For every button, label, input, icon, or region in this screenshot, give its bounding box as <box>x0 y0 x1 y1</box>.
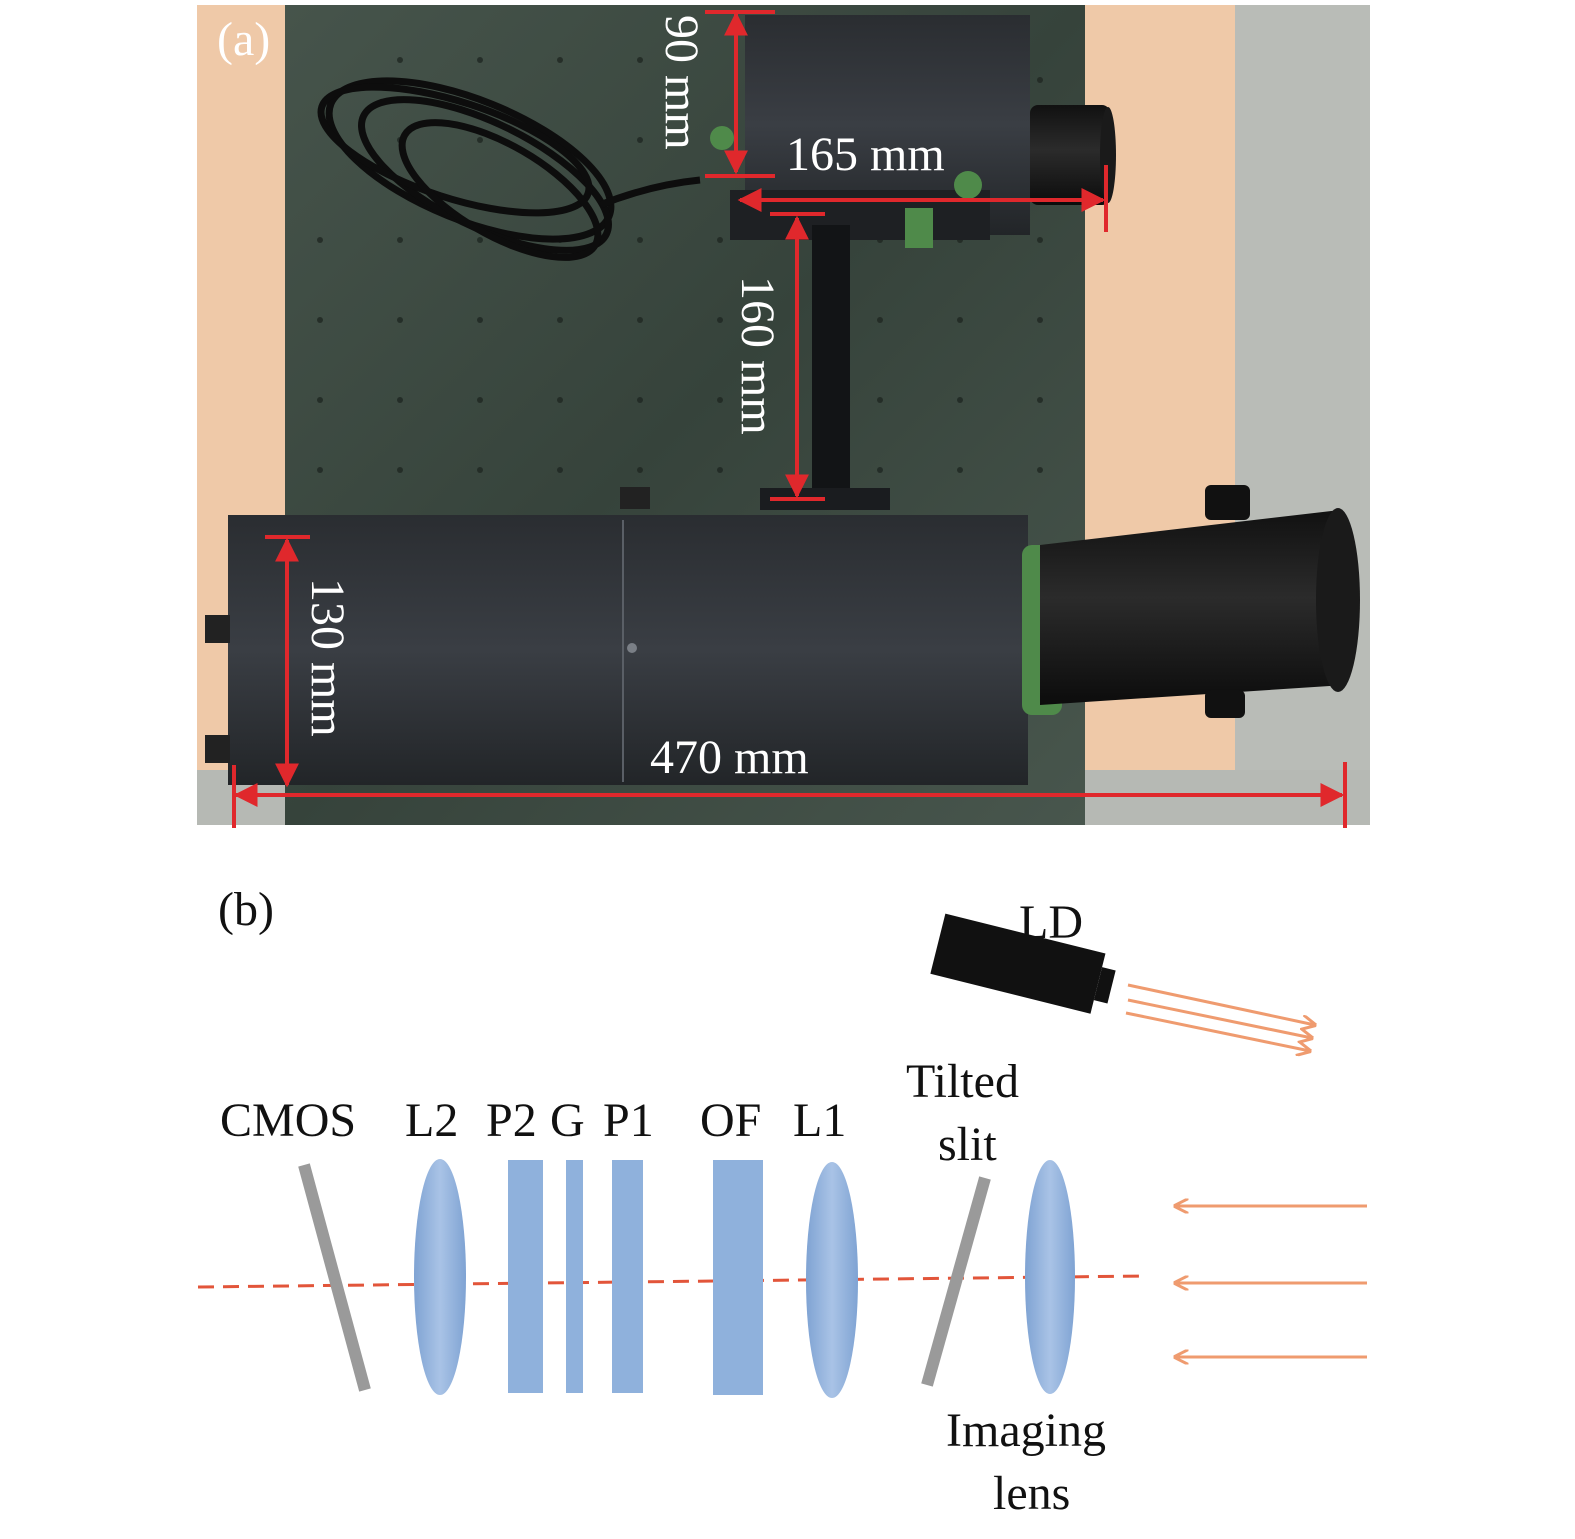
dim-130-label: 130 mm <box>301 578 354 737</box>
barrel-clip-top <box>1205 485 1250 520</box>
left-connector-top <box>205 615 230 643</box>
floor-right <box>1235 5 1370 825</box>
left-connector-bottom <box>205 735 230 763</box>
panel-a-label: (a) <box>217 13 270 66</box>
ld-tube <box>1030 105 1110 205</box>
laser-diode <box>930 913 1116 1014</box>
ld-base-plate <box>730 190 990 240</box>
tilted-slit <box>921 1176 991 1387</box>
lens-l1 <box>806 1162 858 1398</box>
support-post <box>812 225 850 500</box>
polarizer-p2 <box>508 1160 543 1393</box>
green-knob-left <box>710 126 734 150</box>
panel-b-label: (b) <box>218 883 274 936</box>
p1-label: P1 <box>603 1094 654 1147</box>
incoming-beams <box>1175 1206 1367 1357</box>
ld-beam <box>1127 983 1315 1025</box>
green-clamp <box>905 208 933 248</box>
lens-barrel <box>1040 510 1357 705</box>
barrel-clip-bottom <box>1205 690 1245 718</box>
top-clip <box>620 487 650 509</box>
power-cable <box>317 77 701 261</box>
imaging-lens <box>1025 1160 1075 1394</box>
optical-axis <box>197 1274 1146 1289</box>
g-label: G <box>550 1094 585 1147</box>
cmos-label: CMOS <box>220 1094 356 1147</box>
ld-body <box>930 913 1106 1014</box>
imaging-lens-label-line1: Imaging <box>946 1404 1106 1457</box>
lens-l2 <box>414 1159 466 1395</box>
ld-nozzle <box>1093 967 1116 1004</box>
tilted-slit-label-line1: Tilted <box>906 1055 1019 1108</box>
dim-90-label: 90 mm <box>655 15 708 150</box>
tilted-slit-label-line2: slit <box>938 1118 997 1171</box>
p2-label: P2 <box>486 1094 537 1147</box>
lens-barrel-end <box>1316 508 1360 692</box>
panel-a-photo: (a) 90 mm 165 mm 160 mm 130 mm 470 mm <box>197 5 1370 828</box>
ld-label: LD <box>1019 896 1083 949</box>
grating-g <box>566 1160 583 1393</box>
l2-label: L2 <box>405 1094 458 1147</box>
of-label: OF <box>700 1094 761 1147</box>
green-knob-right <box>954 171 982 199</box>
cmos-sensor <box>298 1163 371 1392</box>
panel-b-schematic: (b) LD CMOS L2 <box>197 883 1367 1520</box>
dim-165-label: 165 mm <box>786 128 945 181</box>
imaging-lens-label-line2: lens <box>993 1467 1070 1520</box>
housing-screw <box>627 643 637 653</box>
dim-160-label: 160 mm <box>731 276 784 435</box>
dim-470-label: 470 mm <box>650 731 809 784</box>
polarizer-p1 <box>612 1160 643 1393</box>
optical-filter-of <box>713 1160 763 1395</box>
ld-beam <box>1127 998 1312 1038</box>
l1-label: L1 <box>793 1094 846 1147</box>
dimension-lines <box>232 10 1347 828</box>
ld-beam <box>1125 1011 1310 1051</box>
ld-beams <box>1125 983 1315 1051</box>
